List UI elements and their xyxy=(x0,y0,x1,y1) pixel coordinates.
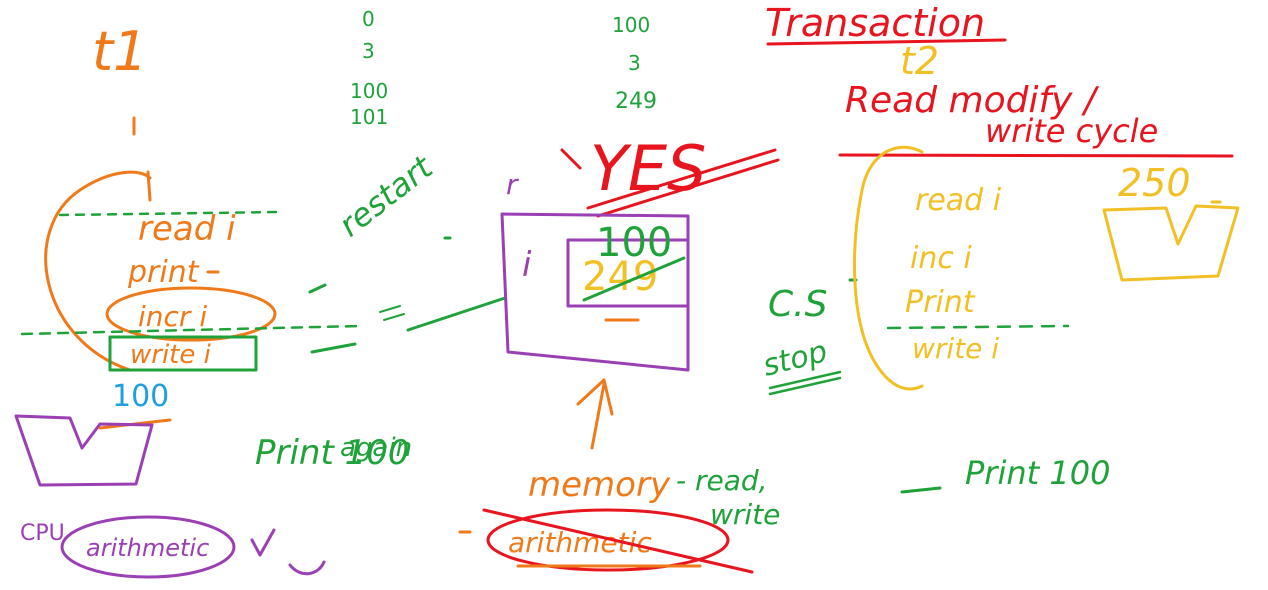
t1-print: print xyxy=(127,255,200,290)
stop-underline-2 xyxy=(768,376,842,396)
yes-strike-2 xyxy=(596,158,780,218)
rmw-line-2: write cycle xyxy=(985,112,1158,150)
restart-label: restart xyxy=(332,147,441,244)
t1-loop-curve xyxy=(44,170,152,372)
memory-new-value: 249 xyxy=(582,254,658,300)
yes-check-tick xyxy=(560,148,582,170)
title-underline xyxy=(766,38,1007,46)
print-again-line-1: Print 100 xyxy=(255,433,410,473)
memory-ops-line-1: - read, xyxy=(676,464,768,497)
count-mid-100: 100 xyxy=(612,13,650,37)
memory-ops-line-2: write xyxy=(710,498,780,531)
t1-increment: incr i xyxy=(138,300,207,333)
print-again-line-2: again xyxy=(340,433,412,463)
green-stroke-3 xyxy=(379,305,405,321)
count-mid-249: 249 xyxy=(615,89,657,114)
arithmetic-smile xyxy=(288,560,326,576)
t2-value: 250 xyxy=(1118,161,1191,205)
arithmetic-strike-line xyxy=(482,508,754,574)
memory-var-i: i xyxy=(522,245,532,285)
t1-value: 100 xyxy=(112,379,169,414)
arithmetic-struck-oval xyxy=(486,508,730,572)
count-top-101: 101 xyxy=(350,105,388,129)
memory-old-value: 100 xyxy=(596,220,672,266)
memory-box-outer xyxy=(500,212,690,372)
memory-new-strike xyxy=(582,256,686,302)
count-top-100: 100 xyxy=(350,79,388,103)
t2-inc: inc i xyxy=(910,241,972,276)
t2-print: Print xyxy=(905,285,976,320)
count-top-3: 3 xyxy=(362,39,375,63)
green-dash-lower xyxy=(20,324,362,336)
t1-read: read i xyxy=(138,209,236,249)
count-mid-3: 3 xyxy=(628,51,641,75)
t2-write: write i xyxy=(912,332,999,365)
arithmetic-check xyxy=(250,528,276,557)
t1-register-shape xyxy=(14,414,154,487)
t1-write: write i xyxy=(130,340,212,370)
t2-label: t2 xyxy=(900,39,939,83)
t2-green-dash xyxy=(886,324,1070,330)
t1-increment-oval xyxy=(105,286,277,342)
arithmetic-label: arithmetic xyxy=(86,534,209,562)
rmw-divider xyxy=(838,153,1234,158)
r-label: r xyxy=(506,168,519,201)
green-stroke-2 xyxy=(310,342,357,354)
arithmetic-oval xyxy=(60,515,236,579)
green-stroke-1 xyxy=(308,283,327,294)
t2-register-shape xyxy=(1102,204,1240,282)
yes-strike-1 xyxy=(586,148,777,210)
t1-write-box xyxy=(108,335,258,372)
green-dash-upper xyxy=(58,210,282,217)
memory-cell xyxy=(566,238,690,308)
yes-label: YES xyxy=(590,132,706,205)
count-top-0: 0 xyxy=(362,7,375,31)
green-stroke-4 xyxy=(406,296,507,332)
cpu-label: CPU xyxy=(20,521,65,546)
print-100-label: Print 100 xyxy=(965,454,1110,492)
t1-label: t1 xyxy=(92,20,148,83)
print-100-dash xyxy=(900,486,942,494)
t2-read: read i xyxy=(915,183,1002,218)
memory-up-arrow xyxy=(576,378,614,450)
memory-label: memory xyxy=(528,465,671,505)
stop-underline-1 xyxy=(768,370,842,390)
transaction-title: Transaction xyxy=(765,1,985,45)
cs-label: C.S xyxy=(768,284,827,325)
t2-bracket xyxy=(853,145,924,391)
rmw-line-1: Read modify / xyxy=(845,80,1100,121)
